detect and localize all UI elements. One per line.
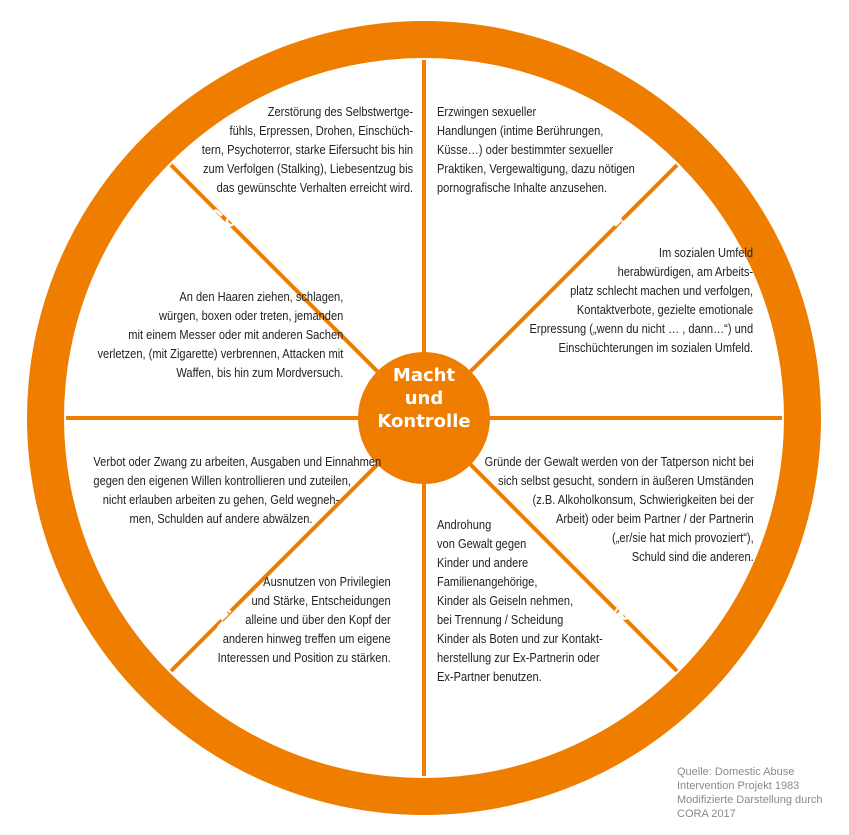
segment-line: Ex-Partner benutzen.	[437, 670, 542, 684]
segment-line: herstellung zur Ex-Partnerin oder	[437, 651, 600, 665]
segment-line: men, Schulden auf andere abwälzen.	[129, 512, 313, 526]
source-line: CORA 2017	[677, 808, 736, 820]
segment-text-sexualisierte-gewalt: Erzwingen sexueller Handlungen (intime B…	[437, 103, 635, 198]
segment-text-soziale-gewalt: Im sozialen Umfeld herabwürdigen, am Arb…	[529, 244, 753, 358]
segment-line: Waffen, bis hin zum Mordversuch.	[176, 366, 343, 380]
segment-line: Handlungen (intime Berührungen,	[437, 124, 604, 138]
segment-line: zum Verfolgen (Stalking), Liebesentzug b…	[202, 162, 413, 176]
segment-line: (z.B. Alkoholkonsum, Schwierigkeiten bei…	[532, 493, 754, 507]
segment-line: Praktiken, Vergewaltigung, dazu nötigen	[437, 162, 635, 176]
source-line: Intervention Projekt 1983	[677, 780, 800, 792]
segment-line: Kinder und andere	[437, 556, 529, 570]
segment-line: Im sozialen Umfeld	[658, 246, 753, 260]
segment-line: fühls, Erpressen, Drohen, Einschüch-	[229, 124, 413, 138]
segment-line: Küsse…) oder bestimmter sexueller	[437, 143, 614, 157]
segment-line: Gründe der Gewalt werden von der Tatpers…	[484, 455, 754, 469]
segment-line: alleine und über den Kopf der	[245, 613, 391, 627]
segment-line: Kinder als Geiseln nehmen,	[437, 594, 574, 608]
source-note: Quelle: Domestic Abuse Intervention Proj…	[677, 765, 823, 821]
center-title: Macht und Kontrolle	[356, 364, 492, 433]
segment-text-abschieben-der-verantwortung: Gründe der Gewalt werden von der Tatpers…	[485, 453, 754, 567]
segment-text-instrumentalisierung-der-kinder: Androhung von Gewalt gegen Kinder und an…	[437, 516, 603, 687]
segment-line: Erpressung („wenn du nicht … , dann…“) u…	[529, 322, 753, 336]
segment-line: Zerstörung des Selbstwertge-	[267, 105, 413, 119]
segment-line: herabwürdigen, am Arbeits-	[617, 265, 753, 279]
segment-line: sich selbst gesucht, sondern in äußeren …	[498, 474, 754, 488]
segment-line: Erzwingen sexueller	[437, 105, 537, 119]
segment-line: Kontaktverbote, gezielte emotionale	[576, 303, 753, 317]
segment-text-koerperliche-gewalt: An den Haaren ziehen, schlagen, würgen, …	[97, 288, 343, 383]
source-line: Modifizierte Darstellung durch	[677, 794, 823, 806]
segment-line: Interessen und Position zu stärken.	[217, 651, 391, 665]
segment-line: gegen den eigenen Willen kontrollieren u…	[93, 474, 351, 488]
segment-line: anderen hinweg treffen um eigene	[222, 632, 391, 646]
segment-text-oekonomische-gewalt: Verbot oder Zwang zu arbeiten, Ausgaben …	[93, 453, 382, 529]
segment-line: tern, Psychoterror, starke Eifersucht bi…	[201, 143, 413, 157]
segment-line: mit einem Messer oder mit anderen Sachen	[128, 328, 343, 342]
segment-line: bei Trennung / Scheidung	[437, 613, 564, 627]
segment-line: und Stärke, Entscheidungen	[251, 594, 391, 608]
center-title-line: Kontrolle	[377, 411, 471, 432]
segment-line: pornografische Inhalte anzusehen.	[437, 181, 608, 195]
segment-line: Kinder als Boten und zur Kontakt-	[437, 632, 603, 646]
segment-line: nicht erlauben arbeiten zu gehen, Geld w…	[102, 493, 340, 507]
segment-line: An den Haaren ziehen, schlagen,	[179, 290, 343, 304]
segment-line: Schuld sind die anderen.	[631, 550, 754, 564]
segment-text-psychische-gewalt: Zerstörung des Selbstwertge- fühls, Erpr…	[202, 103, 413, 198]
segment-line: platz schlecht machen und verfolgen,	[570, 284, 753, 298]
segment-text-herrschaft: Ausnutzen von Privilegien und Stärke, En…	[218, 573, 391, 668]
segment-line: Einschüchterungen im sozialen Umfeld.	[558, 341, 753, 355]
segment-line: verletzen, (mit Zigarette) verbrennen, A…	[97, 347, 343, 361]
center-title-line: und	[404, 388, 444, 409]
segment-line: würgen, boxen oder treten, jemanden	[158, 309, 343, 323]
segment-line: Arbeit) oder beim Partner / der Partneri…	[556, 512, 754, 526]
center-hub	[358, 352, 490, 484]
segment-line: Ausnutzen von Privilegien	[263, 575, 391, 589]
segment-line: („er/sie hat mich provoziert“),	[612, 531, 754, 545]
segment-line: Androhung	[437, 518, 492, 532]
center-title-line: Macht	[392, 365, 456, 386]
source-line: Quelle: Domestic Abuse	[677, 766, 795, 778]
segment-line: Familienangehörige,	[437, 575, 538, 589]
segment-line: Verbot oder Zwang zu arbeiten, Ausgaben …	[93, 455, 382, 469]
segment-line: von Gewalt gegen	[437, 537, 527, 551]
segment-line: das gewünschte Verhalten erreicht wird.	[216, 181, 413, 195]
